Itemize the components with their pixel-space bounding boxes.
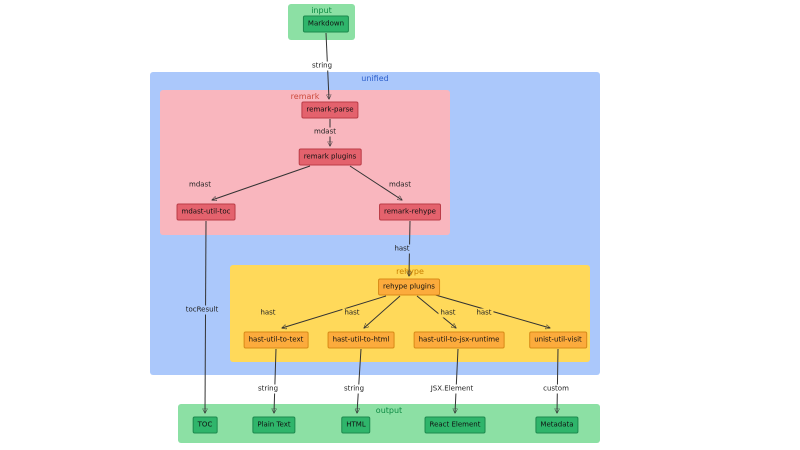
group-output: output [178,404,600,443]
edge-rehype-plugins-to-text [282,295,387,328]
edge-text-to-plain-text [274,348,276,413]
edge-visit-to-metadata [557,348,558,413]
node-remark-parse: remark-parse [301,101,359,119]
node-hast-util-to-jsx-runtime: hast-util-to-jsx-runtime [413,331,505,349]
edge-label-custom: custom [541,384,571,394]
edge-label-string-html: string [341,384,367,394]
edge-label-string-input: string [309,61,335,71]
edge-label-string-text: string [255,384,281,394]
node-html: HTML [341,416,371,434]
group-remark-label: remark [290,92,320,101]
edge-label-mdast-1: mdast [312,127,338,137]
edge-plugins-to-remark-rehype [349,165,402,200]
node-toc: TOC [192,416,218,434]
group-output-label: output [375,406,403,415]
edge-mdast-util-toc-to-toc [205,220,206,413]
edge-label-mdast-3: mdast [387,180,413,190]
node-plain-text: Plain Text [252,416,296,434]
node-metadata: Metadata [535,416,579,434]
edge-html-to-html [357,348,362,413]
edge-jsx-to-react-element [455,348,459,413]
node-markdown: Markdown [302,15,350,33]
node-unist-util-visit: unist-util-visit [529,331,587,349]
edge-label-hast-2: hast [342,308,362,318]
node-mdast-util-toc: mdast-util-toc [176,203,236,221]
edge-label-hast-1: hast [258,308,278,318]
group-unified-label: unified [361,74,389,83]
edge-label-hast-mid: hast [392,244,412,254]
edge-plugins-to-mdast-util-toc [212,165,311,200]
node-rehype-plugins: rehype plugins [378,278,440,296]
edge-label-hast-3: hast [438,308,458,318]
edge-rehype-plugins-to-html [364,295,401,328]
group-input-label: input [311,6,332,15]
edge-label-mdast-2: mdast [187,180,213,190]
node-remark-plugins: remark plugins [298,148,362,166]
node-remark-rehype: remark-rehype [379,203,441,221]
node-hast-util-to-text: hast-util-to-text [243,331,309,349]
node-hast-util-to-html: hast-util-to-html [327,331,395,349]
edge-rehype-plugins-to-jsx [416,295,456,328]
edge-label-hast-4: hast [474,308,494,318]
edge-label-toc-result: tocResult [183,305,221,315]
node-react-element: React Element [424,416,486,434]
edge-label-jsx-element: JSX.Element [428,384,476,394]
